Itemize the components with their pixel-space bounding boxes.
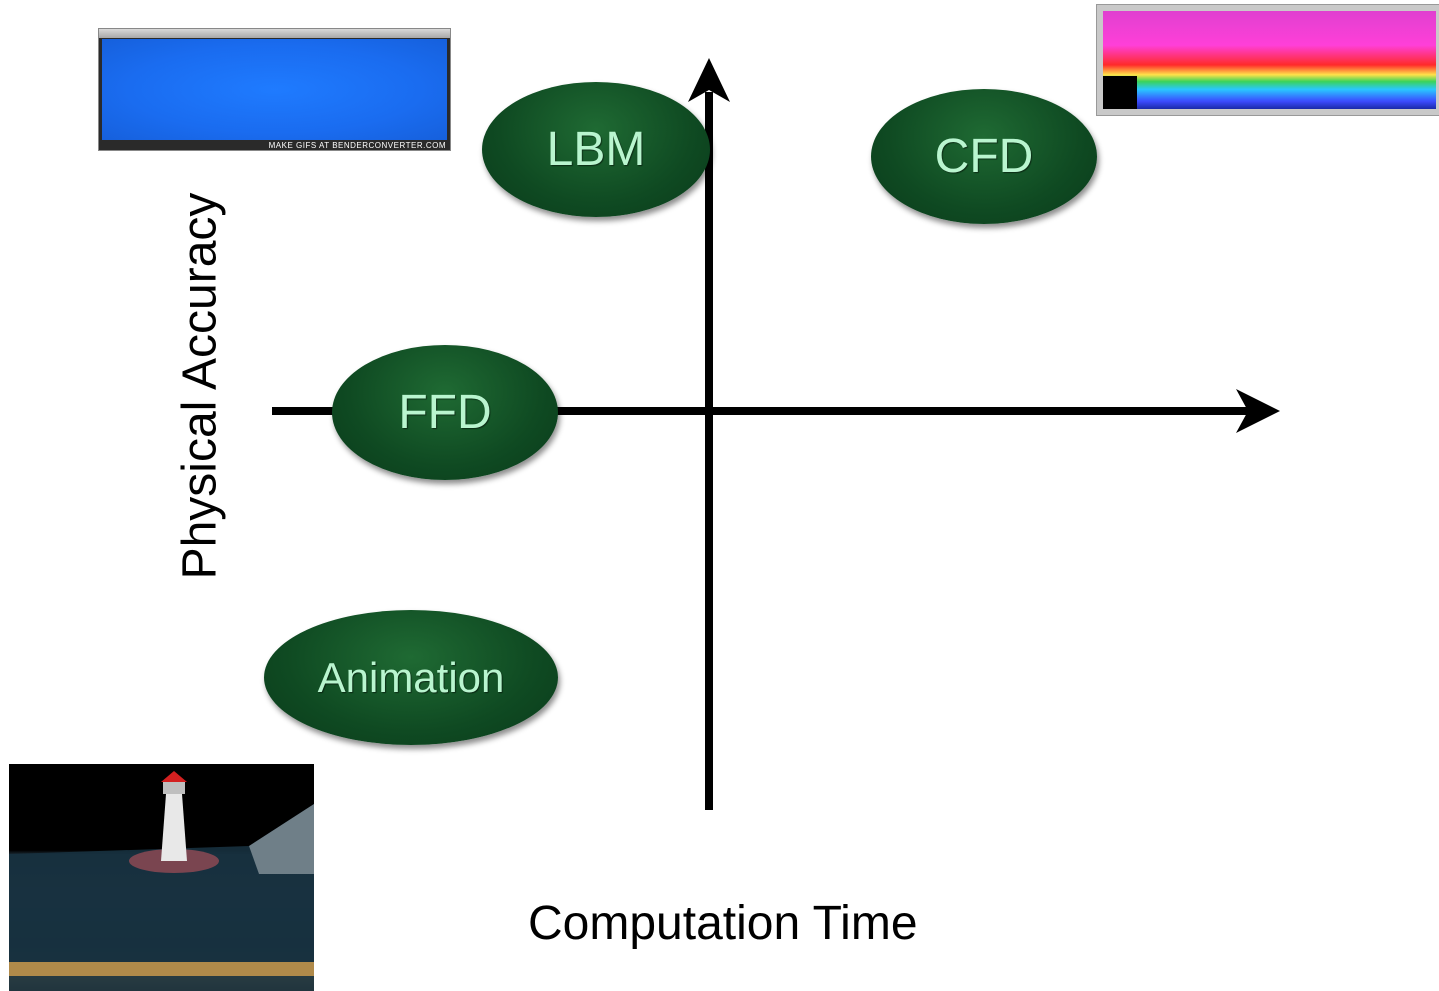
ocean-surface bbox=[9, 804, 314, 991]
lighthouse-animation-thumbnail bbox=[9, 764, 314, 991]
node-label: LBM bbox=[546, 123, 646, 176]
node-lbm: LBM bbox=[482, 82, 710, 217]
cfd-colormap-field bbox=[1103, 11, 1436, 109]
node-label: FFD bbox=[398, 386, 492, 439]
node-label: CFD bbox=[934, 130, 1034, 183]
node-animation: Animation bbox=[264, 610, 558, 745]
node-label: Animation bbox=[317, 653, 505, 701]
window-titlebar bbox=[99, 29, 450, 38]
node-cfd: CFD bbox=[871, 89, 1097, 224]
lighthouse-roof bbox=[161, 771, 187, 782]
blue-flow-field bbox=[102, 39, 447, 140]
y-axis-arrowhead bbox=[688, 58, 730, 102]
lighthouse-lamp-room bbox=[163, 782, 185, 794]
cfd-black-block bbox=[1103, 76, 1137, 109]
y-axis-label-text: Physical Accuracy bbox=[173, 192, 227, 580]
node-ffd: FFD bbox=[332, 345, 558, 480]
gif-watermark: MAKE GIFS AT BENDERCONVERTER.COM bbox=[268, 141, 446, 150]
wave-ramp bbox=[249, 804, 314, 874]
x-axis-label: Computation Time bbox=[528, 897, 918, 950]
lbm-simulation-thumbnail: MAKE GIFS AT BENDERCONVERTER.COM bbox=[98, 28, 451, 151]
lighthouse-scene bbox=[9, 771, 314, 991]
sand-layer bbox=[9, 962, 314, 976]
lighthouse-tower bbox=[161, 794, 187, 861]
x-axis-arrowhead bbox=[1236, 389, 1280, 433]
cfd-simulation-thumbnail bbox=[1096, 4, 1439, 116]
